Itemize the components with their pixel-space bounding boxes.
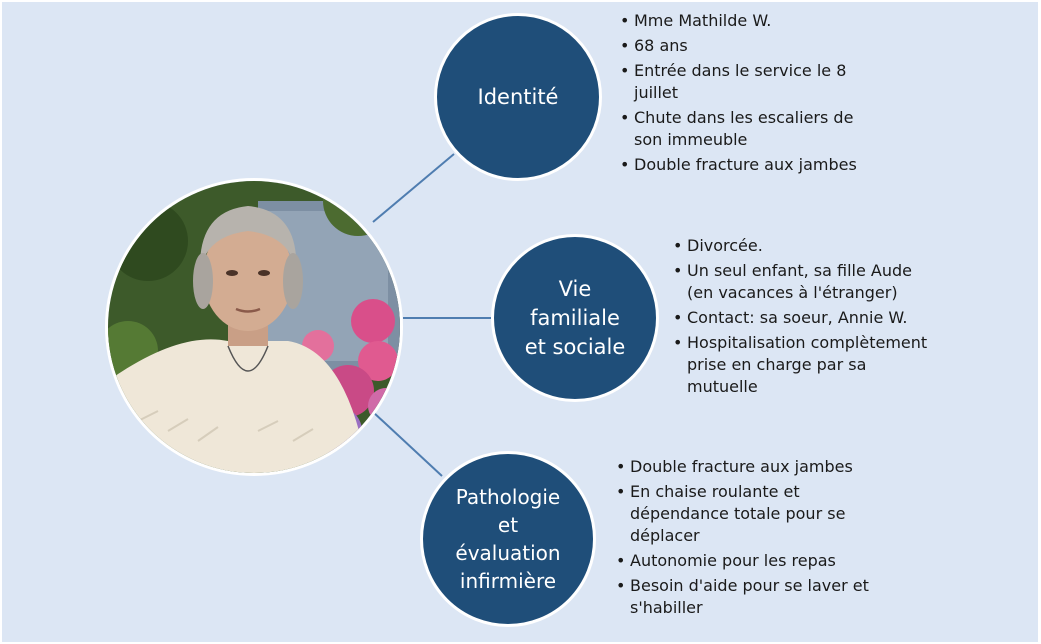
list-item: Entrée dans le service le 8 juillet (620, 60, 870, 104)
node-identite: Identité (434, 13, 602, 181)
list-item: 68 ans (620, 35, 870, 57)
node-patho-label-line3: évaluation (455, 541, 561, 565)
list-item: Double fracture aux jambes (616, 456, 891, 478)
list-item: Autonomie pour les repas (616, 550, 891, 572)
list-item: Chute dans les escaliers de son immeuble (620, 107, 870, 151)
list-item: Divorcée. (673, 235, 933, 257)
list-item: En chaise roulante et dépendance totale … (616, 481, 891, 547)
list-item: Mme Mathilde W. (620, 10, 870, 32)
list-item: Besoin d'aide pour se laver et s'habille… (616, 575, 891, 619)
patho-bullet-list: Double fracture aux jambes En chaise rou… (616, 456, 891, 622)
list-item: Un seul enfant, sa fille Aude (en vacanc… (673, 260, 933, 304)
patient-photo (105, 178, 403, 476)
list-item: Contact: sa soeur, Annie W. (673, 307, 933, 329)
connector-identite (372, 153, 455, 223)
identite-bullet-list: Mme Mathilde W. 68 ans Entrée dans le se… (620, 10, 870, 179)
list-item: Double fracture aux jambes (620, 154, 870, 176)
list-item: Hospitalisation complètement prise en ch… (673, 332, 933, 398)
connector-patho (372, 411, 443, 477)
node-patho-label-line4: infirmière (459, 569, 557, 593)
node-identite-label: Identité (477, 84, 559, 109)
node-pathologie: Pathologie et évaluation infirmière (420, 451, 596, 627)
portrait-illustration (108, 181, 400, 473)
node-vie-label-line3: et sociale (524, 334, 626, 359)
node-vie-familiale-sociale: Vie familiale et sociale (491, 234, 659, 402)
node-patho-label-line2: et (497, 513, 519, 537)
node-vie-label-line1: Vie (558, 276, 592, 301)
vie-bullet-list: Divorcée. Un seul enfant, sa fille Aude … (673, 235, 933, 401)
node-patho-label-line1: Pathologie (455, 485, 561, 509)
node-vie-label-line2: familiale (530, 305, 620, 330)
